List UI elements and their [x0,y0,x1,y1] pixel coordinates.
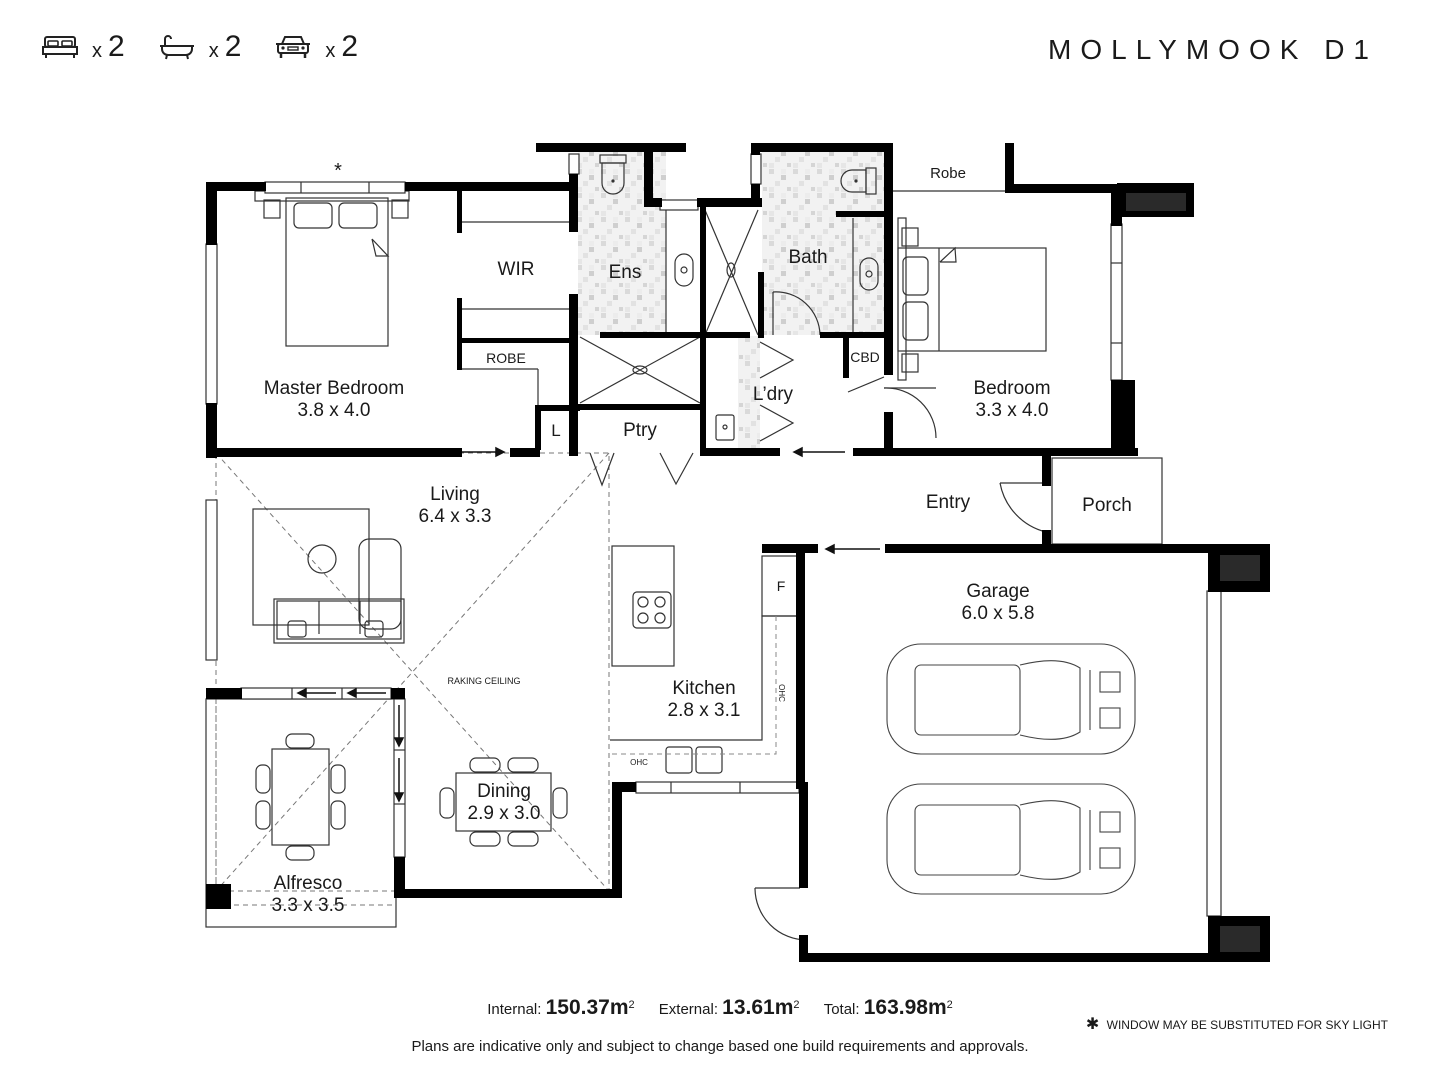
room-alfresco-name: Alfresco [274,873,343,894]
corner-pillars-inner [1126,193,1260,952]
room-alfresco-size: 3.3 x 3.5 [272,895,345,916]
area-external: External: 13.61m2 [658,996,804,1019]
multiplier: x [208,39,219,62]
disclaimer: Plans are indicative only and subject to… [411,1038,1029,1055]
room-pantry-name: Ptry [623,420,657,441]
room-kitchen-size: 2.8 x 3.1 [668,700,741,721]
bathtub-icon [159,35,194,60]
room-robe-bedroom-name: Robe [930,165,966,182]
room-master-bedroom-name: Master Bedroom [264,378,404,399]
room-dining-name: Dining [477,781,531,802]
bedroom-count: x 2 [42,30,125,64]
bathroom-count-value: 2 [224,30,242,63]
room-cbd-name: CBD [850,349,880,365]
asterisk-icon: ✱ [1085,1016,1100,1033]
skylight-note: ✱ WINDOW MAY BE SUBSTITUTED FOR SKY LIGH… [1086,1014,1388,1034]
area-total-sup: 2 [946,999,953,1011]
area-total: Total: 163.98m2 [823,996,953,1019]
bed-icon [42,36,78,58]
area-external-label: External: [658,1001,718,1018]
room-living-name: Living [430,484,480,505]
carspace-count-value: 2 [341,30,359,63]
sliding-door-arrows [296,446,880,803]
room-bedroom-size: 3.3 x 4.0 [976,400,1049,421]
room-linen-name: L [551,421,560,440]
room-porch-name: Porch [1082,495,1132,516]
room-ensuite-name: Ens [609,262,642,283]
skylight-marker: * [334,160,342,182]
area-internal-sup: 2 [628,999,635,1011]
bathroom-count: x 2 [159,30,242,64]
area-total-label: Total: [823,1001,860,1018]
room-kitchen-name: Kitchen [672,678,735,699]
room-wir-name: WIR [498,259,535,280]
carspace-count: x 2 [275,30,358,64]
thin-lines [205,154,1163,928]
area-total-value: 163.98m [863,996,947,1019]
room-entry-name: Entry [926,492,971,513]
overhead-cupboards [612,616,777,755]
area-internal-value: 150.37m [545,996,629,1019]
multiplier: x [92,39,102,62]
bedroom-count-value: 2 [108,30,125,63]
fridge-label: F [777,578,786,594]
room-dining-size: 2.9 x 3.0 [468,803,541,824]
room-master-bedroom-size: 3.8 x 4.0 [298,400,371,421]
raking-ceiling-lines [215,452,610,906]
area-internal: Internal: 150.37m2 [487,996,639,1019]
multiplier: x [325,39,336,62]
car-outline-2 [886,783,1136,895]
area-summary: Internal: 150.37m2 External: 13.61m2 Tot… [0,996,1440,1020]
car-icon [276,36,311,58]
ohc-side-label: OHC [777,684,786,702]
room-laundry-name: L’dry [753,384,794,405]
room-living-size: 6.4 x 3.3 [419,506,492,527]
room-bath-name: Bath [788,247,827,268]
skylight-note-text: WINDOW MAY BE SUBSTITUTED FOR SKY LIGHT [1106,1018,1388,1032]
plan-title: MOLLYMOOK D1 [1048,34,1378,65]
room-labels: * Master Bedroom 3.8 x 4.0 WIR ROBE L En… [264,160,1132,916]
area-external-sup: 2 [793,999,800,1011]
room-robe-master-name: ROBE [486,350,526,366]
car-outline-1 [886,643,1136,755]
room-garage-name: Garage [966,581,1029,602]
tiled-floors [578,152,884,448]
area-internal-label: Internal: [487,1001,542,1018]
windows [205,153,1222,917]
room-bedroom-name: Bedroom [973,378,1050,399]
feature-summary: x 2 x 2 x 2 [42,30,392,64]
raking-ceiling-label: RAKING CEILING [447,676,520,686]
area-external-value: 13.61m [722,996,794,1019]
room-garage-size: 6.0 x 5.8 [962,603,1035,624]
door-swings [754,291,1047,941]
ohc-bottom-label: OHC [630,758,648,767]
